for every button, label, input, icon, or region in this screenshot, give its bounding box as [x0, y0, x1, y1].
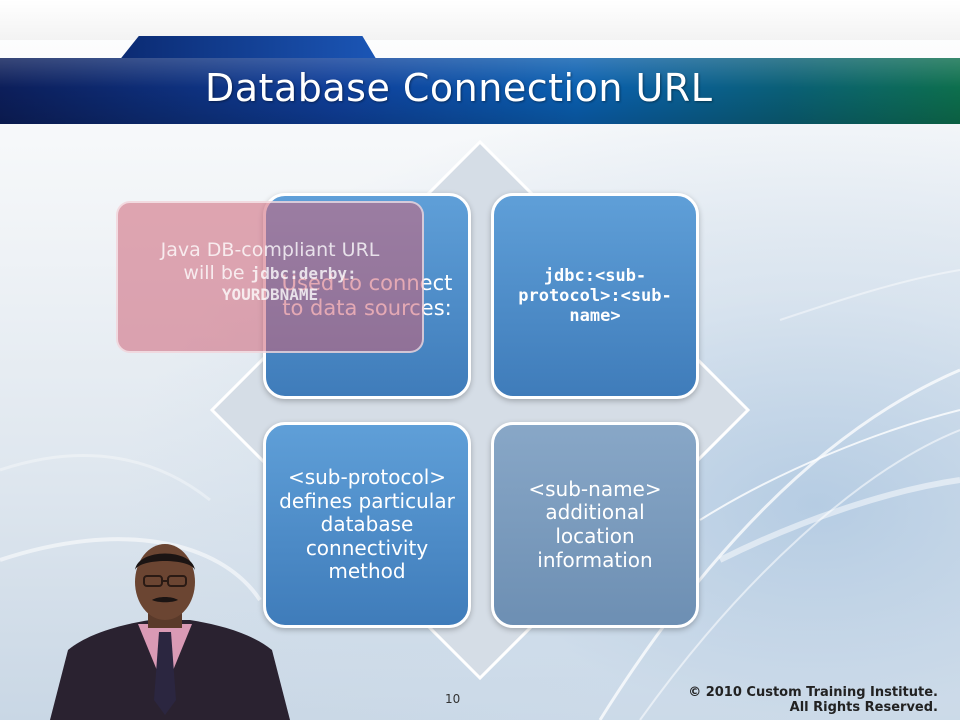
callout-line2-code: jdbc:derby: — [250, 263, 357, 283]
presenter-video — [50, 544, 290, 720]
quadrant-sub-protocol-text: <sub-protocol> defines particular databa… — [279, 465, 455, 584]
callout-line3-code: YOURDBNAME — [221, 284, 319, 304]
page-number: 10 — [445, 692, 461, 706]
quadrant-url-syntax-text: jdbc:<sub-protocol>:<sub-name> — [518, 265, 672, 327]
title-banner-top — [0, 0, 960, 40]
title-banner-tab — [118, 36, 378, 62]
copyright-line1: © 2010 Custom Training Institute. — [688, 685, 938, 700]
quadrant-sub-name-text: <sub-name> additional location informati… — [528, 476, 662, 572]
callout-line2-prefix: will be — [183, 261, 251, 284]
slide-title: Database Connection URL — [205, 66, 713, 110]
faded-callout-box: Java DB-compliant URL will be jdbc:derby… — [116, 201, 424, 353]
copyright-line2: All Rights Reserved. — [789, 699, 938, 715]
callout-line2: will be jdbc:derby: — [118, 262, 422, 285]
callout-line1: Java DB-compliant URL — [160, 239, 380, 261]
quadrant-url-syntax: jdbc:<sub-protocol>:<sub-name> — [491, 193, 699, 399]
quadrant-sub-protocol: <sub-protocol> defines particular databa… — [263, 422, 471, 628]
quadrant-sub-name: <sub-name> additional location informati… — [491, 422, 699, 628]
title-banner-band — [0, 58, 960, 124]
title-banner: Database Connection URL — [0, 0, 960, 135]
copyright-notice: © 2010 Custom Training Institute. All Ri… — [688, 685, 938, 716]
